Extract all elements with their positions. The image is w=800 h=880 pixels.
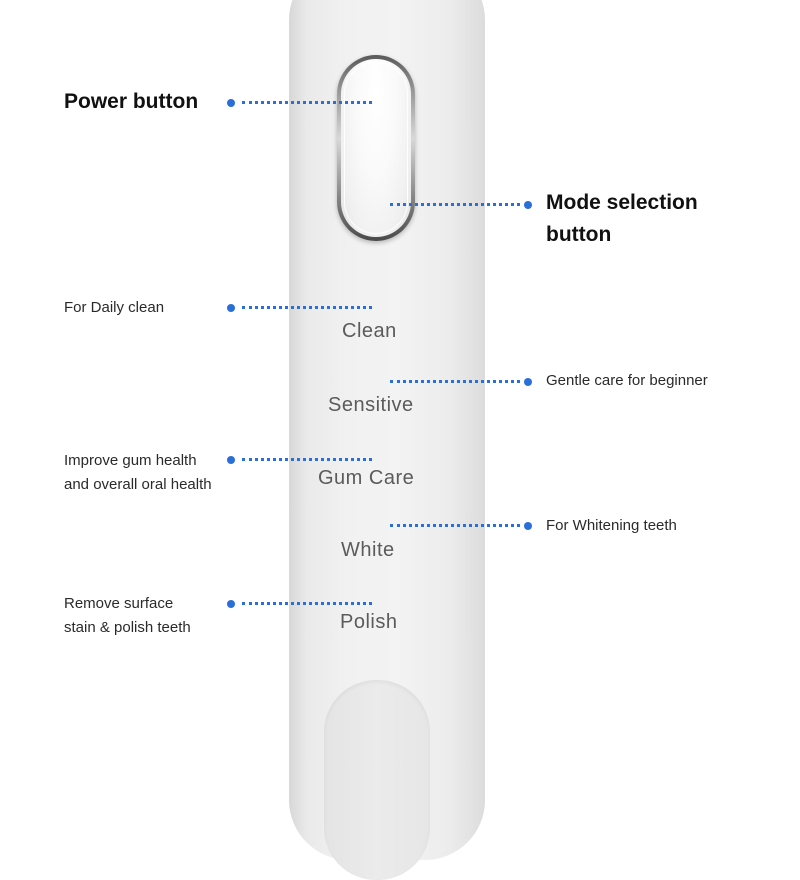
callout-leader-line: [390, 380, 520, 383]
callout-dot: [227, 456, 235, 464]
callout-leader-line: [242, 458, 372, 461]
callout-sensitive: Gentle care for beginner: [546, 372, 708, 389]
mode-label-white: White: [341, 539, 395, 561]
callout-dot: [227, 600, 235, 608]
callout-gum-care: Improve gum health and overall oral heal…: [64, 452, 212, 493]
callout-dot: [227, 99, 235, 107]
callout-mode-selection: Mode selection button: [546, 191, 698, 246]
callout-clean: For Daily clean: [64, 299, 165, 316]
callout-dot: [524, 522, 532, 530]
mode-label-polish: Polish: [340, 611, 398, 633]
callout-leader-line: [242, 101, 372, 104]
button-face: [341, 59, 411, 237]
mode-label-clean: Clean: [342, 320, 397, 342]
mode-label-sensitive: Sensitive: [328, 394, 414, 416]
callout-dot: [524, 378, 532, 386]
callout-power: Power button: [64, 90, 199, 113]
callout-dot: [227, 304, 235, 312]
callout-leader-line: [242, 306, 372, 309]
callout-white: For Whitening teeth: [546, 517, 677, 534]
product-diagram: Clean Sensitive Gum Care White Polish Po…: [64, 0, 708, 880]
callout-dot: [524, 201, 532, 209]
mode-label-gum-care: Gum Care: [318, 467, 415, 489]
callout-polish: Remove surface stain & polish teeth: [64, 595, 191, 636]
power-mode-button[interactable]: [337, 55, 415, 241]
handle-lower-panel: [324, 680, 430, 880]
callout-leader-line: [242, 602, 372, 605]
callout-leader-line: [390, 203, 520, 206]
callout-leader-line: [390, 524, 520, 527]
